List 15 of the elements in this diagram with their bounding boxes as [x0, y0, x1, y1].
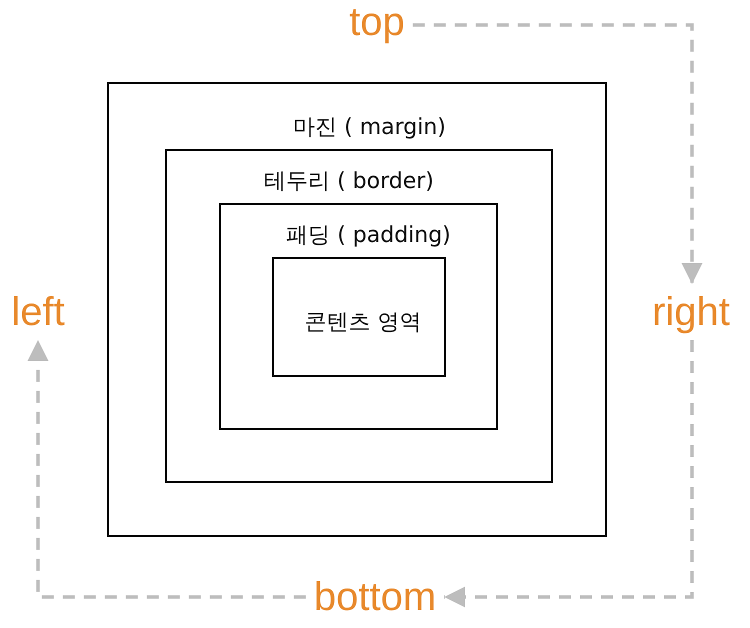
side-label: left — [11, 292, 65, 332]
dashed-arrow — [412, 23, 702, 284]
content-box — [272, 256, 446, 376]
margin-box — [107, 82, 607, 537]
layer-label: 마진 ( margin) — [293, 115, 446, 140]
layer-label: 패딩 ( padding) — [286, 223, 451, 248]
side-label: right — [652, 292, 730, 332]
dashed-arrow — [444, 340, 694, 608]
layer-label: 콘텐츠 영역 — [304, 310, 422, 336]
layer-label: 테두리 ( border) — [264, 170, 434, 194]
side-label: bottom — [314, 577, 436, 617]
dashed-arrow — [28, 340, 306, 599]
padding-box — [219, 203, 498, 430]
side-label: top — [349, 2, 405, 42]
border-box — [164, 148, 552, 482]
